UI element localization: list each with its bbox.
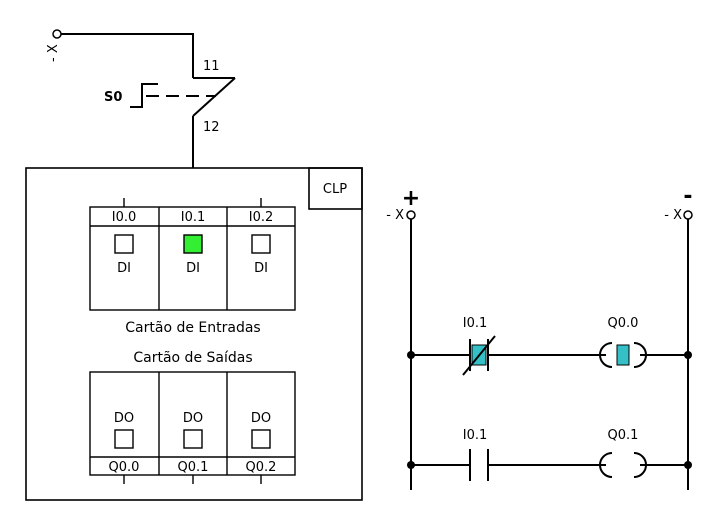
left-rail-label: - X [386, 208, 404, 223]
right-rail-terminal [683, 210, 693, 220]
coil-arc-left [599, 452, 613, 478]
input-address-i0-0: I0.0 [112, 210, 137, 225]
coil-energized-fill [616, 344, 630, 366]
output-address-q0-0: Q0.0 [109, 460, 140, 475]
selector-actuator [130, 83, 158, 108]
supply-terminal [52, 29, 62, 39]
coil-arc-left [599, 342, 613, 368]
plc-frame [25, 167, 363, 501]
right-rail-label: - X [664, 208, 682, 223]
rung-1-coil-label: Q0.0 [608, 316, 639, 331]
input-led-i0-0 [114, 234, 134, 254]
output-type-q0-0: DO [114, 411, 134, 426]
terminal-12-label: 12 [203, 120, 220, 135]
input-type-i0-2: DI [254, 261, 268, 276]
switch-label: S0 [104, 90, 122, 105]
output-address-q0-2: Q0.2 [246, 460, 277, 475]
output-card: Cartão de Saídas DO Q0.0 DO Q0.1 DO Q0.2 [89, 350, 296, 484]
output-led-q0-1 [183, 429, 203, 449]
input-address-i0-1: I0.1 [181, 210, 206, 225]
input-type-i0-1: DI [186, 261, 200, 276]
rung-2-coil-label: Q0.1 [608, 428, 639, 443]
left-rail-sign: + [402, 186, 420, 211]
output-led-q0-0 [114, 429, 134, 449]
ladder-rung-2: I0.1 Q0.1 [407, 428, 692, 481]
input-card-caption: Cartão de Entradas [125, 320, 260, 336]
nc-contact-slash [462, 335, 496, 376]
plc-title-box [308, 167, 363, 210]
rung-1-contact-label: I0.1 [463, 316, 488, 331]
output-address-q0-1: Q0.1 [178, 460, 209, 475]
plc-enclosure: CLP I0.0 DI I0.1 DI I0.2 DI Cartão de En… [25, 167, 363, 501]
output-led-q0-2 [251, 429, 271, 449]
input-card-frame [89, 206, 296, 311]
input-card: I0.0 DI I0.1 DI I0.2 DI Cartão de Entrad… [89, 198, 296, 336]
ladder-diagram: + - X - - X I0.1 Q0.0 [386, 184, 693, 490]
supply-label: - X [46, 44, 61, 62]
terminal-11-label: 11 [203, 59, 220, 74]
right-rail-sign: - [683, 184, 692, 209]
ladder-rung-1: I0.1 Q0.0 [407, 316, 692, 376]
left-rail-terminal [406, 210, 416, 220]
input-led-i0-2 [251, 234, 271, 254]
input-led-i0-1 [183, 234, 203, 254]
output-card-caption: Cartão de Saídas [133, 350, 252, 366]
input-address-i0-2: I0.2 [249, 210, 274, 225]
input-type-i0-0: DI [117, 261, 131, 276]
output-type-q0-1: DO [183, 411, 203, 426]
output-type-q0-2: DO [251, 411, 271, 426]
plc-title: CLP [323, 182, 347, 197]
supply-wire [61, 33, 194, 78]
rung-2-contact-label: I0.1 [463, 428, 488, 443]
selector-switch-s0: - X 11 12 S0 [46, 29, 236, 168]
